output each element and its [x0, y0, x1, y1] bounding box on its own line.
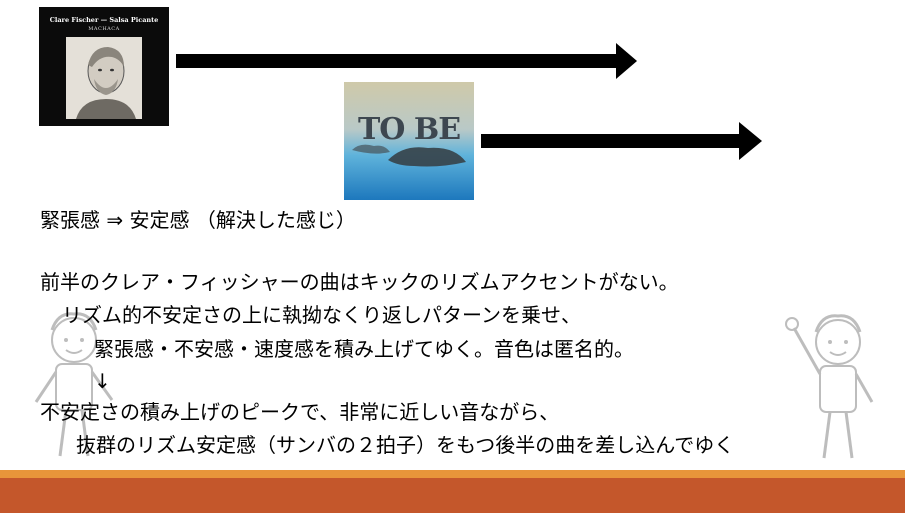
- mascot-icon-left: [34, 312, 114, 457]
- footer-bar: [0, 478, 905, 513]
- album-title: Clare Fischer — Salsa Picante: [49, 16, 159, 24]
- text-line-tension-buildup: 緊張感・不安感・速度感を積み上げてゆく。音色は匿名的。: [94, 337, 634, 361]
- portrait-icon: [66, 37, 142, 119]
- text-line-down-arrow: ↓: [94, 369, 111, 393]
- album-cover-clare-fischer: Clare Fischer — Salsa Picante MACHACA: [39, 7, 169, 126]
- album-cover-to-be: TO BE: [344, 82, 474, 200]
- text-line-tension-to-stability: 緊張感 ⇒ 安定感 （解決した感じ）: [40, 208, 356, 232]
- arrow-right-icon-top: [176, 43, 637, 79]
- text-line-second-half: 抜群のリズム安定感（サンバの２拍子）をもつ後半の曲を差し込んでゆく: [76, 433, 735, 457]
- album-subtitle: MACHACA: [88, 26, 120, 32]
- text-line-peak: 不安定さの積み上げのピークで、非常に近しい音ながら、: [40, 400, 560, 424]
- footer-accent-line: [0, 470, 905, 478]
- album-logo-text: TO BE: [357, 112, 461, 147]
- text-line-rhythm-instability: リズム的不安定さの上に執拗なくり返しパターンを乗せ、: [62, 303, 581, 327]
- mascot-icon-right: [785, 314, 874, 459]
- text-line-first-half: 前半のクレア・フィッシャーの曲はキックのリズムアクセントがない。: [40, 270, 679, 294]
- island-icon: [352, 144, 466, 167]
- arrow-right-icon-middle: [481, 122, 762, 160]
